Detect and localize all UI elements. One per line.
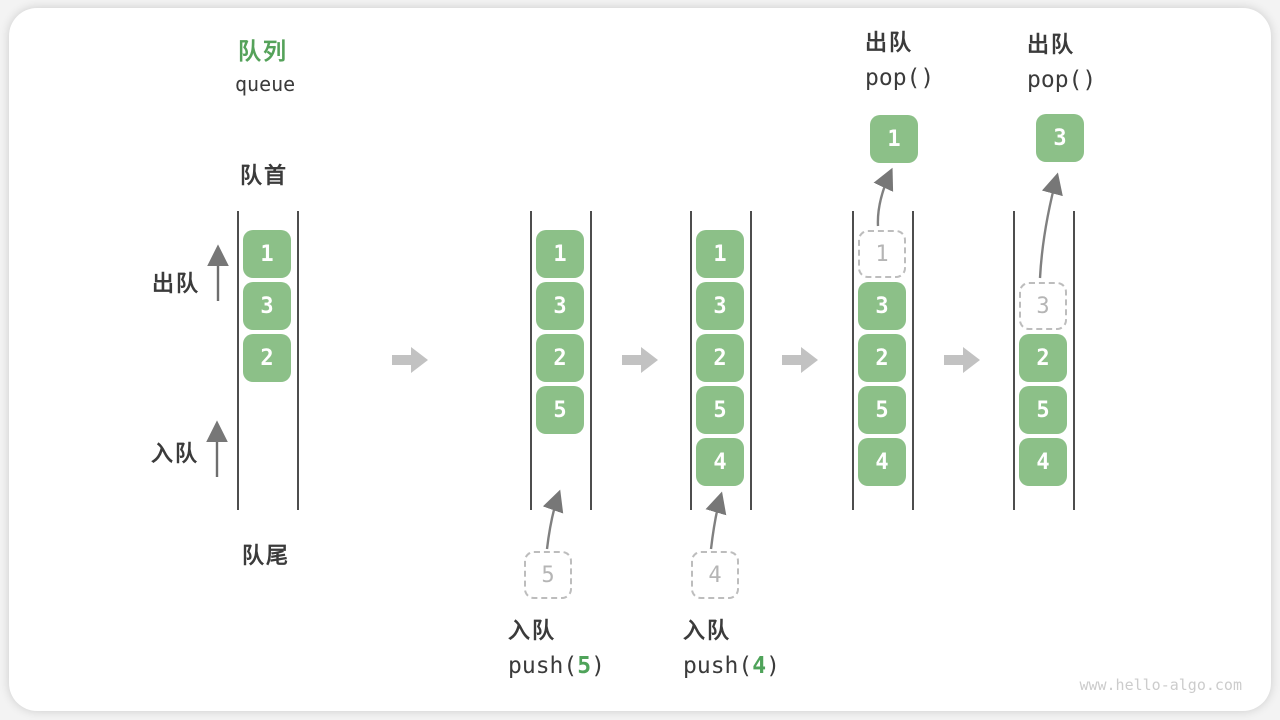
- queue-box: 5: [858, 386, 906, 434]
- column-rail: [237, 211, 239, 510]
- ghost-queue-box: 1: [858, 230, 906, 278]
- column-rail: [1013, 211, 1015, 510]
- queue-rear-label: 队尾: [242, 543, 291, 568]
- push-arg: 5: [577, 653, 592, 679]
- pop-label-zh: 出队: [1027, 32, 1076, 57]
- queue-box: 4: [696, 438, 744, 486]
- queue-box: 2: [858, 334, 906, 382]
- queue-box: 1: [243, 230, 291, 278]
- push-fn-close: ): [766, 653, 780, 679]
- queue-box: 2: [243, 334, 291, 382]
- queue-box: 1: [696, 230, 744, 278]
- popped-value-box: 3: [1036, 114, 1084, 162]
- queue-front-label: 队首: [240, 163, 289, 188]
- queue-box: 4: [858, 438, 906, 486]
- queue-box: 3: [696, 282, 744, 330]
- enqueue-side-label: 入队: [151, 441, 200, 466]
- queue-box: 5: [696, 386, 744, 434]
- queue-box: 1: [536, 230, 584, 278]
- pop-label-code: pop(): [1027, 67, 1097, 93]
- push-fn-open: push(: [683, 653, 753, 679]
- enqueue-ghost-box: 4: [691, 551, 739, 599]
- diagram-title-zh: 队列: [238, 38, 288, 64]
- queue-box: 3: [858, 282, 906, 330]
- column-rail: [297, 211, 299, 510]
- queue-box: 2: [696, 334, 744, 382]
- push-fn-close: ): [591, 653, 605, 679]
- push-operation-label: 入队 push(5): [508, 614, 605, 684]
- push-label-zh: 入队: [683, 618, 732, 643]
- pop-operation-label: 出队 pop(): [1027, 28, 1096, 98]
- queue-box: 2: [1019, 334, 1067, 382]
- pop-label-code: pop(): [865, 65, 935, 91]
- queue-box: 2: [536, 334, 584, 382]
- push-label-code: push(4): [683, 648, 780, 684]
- column-rail: [1073, 211, 1075, 510]
- pop-operation-label: 出队 pop(): [865, 26, 934, 96]
- diagram-card: [9, 8, 1271, 711]
- push-operation-label: 入队 push(4): [683, 614, 780, 684]
- column-rail: [852, 211, 854, 510]
- enqueue-ghost-box: 5: [524, 551, 572, 599]
- push-fn-open: push(: [508, 653, 578, 679]
- queue-box: 4: [1019, 438, 1067, 486]
- column-rail: [530, 211, 532, 510]
- watermark: www.hello-algo.com: [1079, 676, 1242, 694]
- column-rail: [750, 211, 752, 510]
- column-rail: [690, 211, 692, 510]
- dequeue-side-label: 出队: [152, 271, 201, 296]
- push-label-code: push(5): [508, 648, 605, 684]
- popped-value-box: 1: [870, 115, 918, 163]
- pop-label-zh: 出队: [865, 30, 914, 55]
- column-rail: [590, 211, 592, 510]
- ghost-queue-box: 3: [1019, 282, 1067, 330]
- column-rail: [912, 211, 914, 510]
- queue-box: 3: [243, 282, 291, 330]
- push-label-zh: 入队: [508, 618, 557, 643]
- queue-box: 3: [536, 282, 584, 330]
- queue-box: 5: [1019, 386, 1067, 434]
- push-arg: 4: [752, 653, 767, 679]
- queue-box: 5: [536, 386, 584, 434]
- diagram-title-en: queue: [235, 72, 296, 96]
